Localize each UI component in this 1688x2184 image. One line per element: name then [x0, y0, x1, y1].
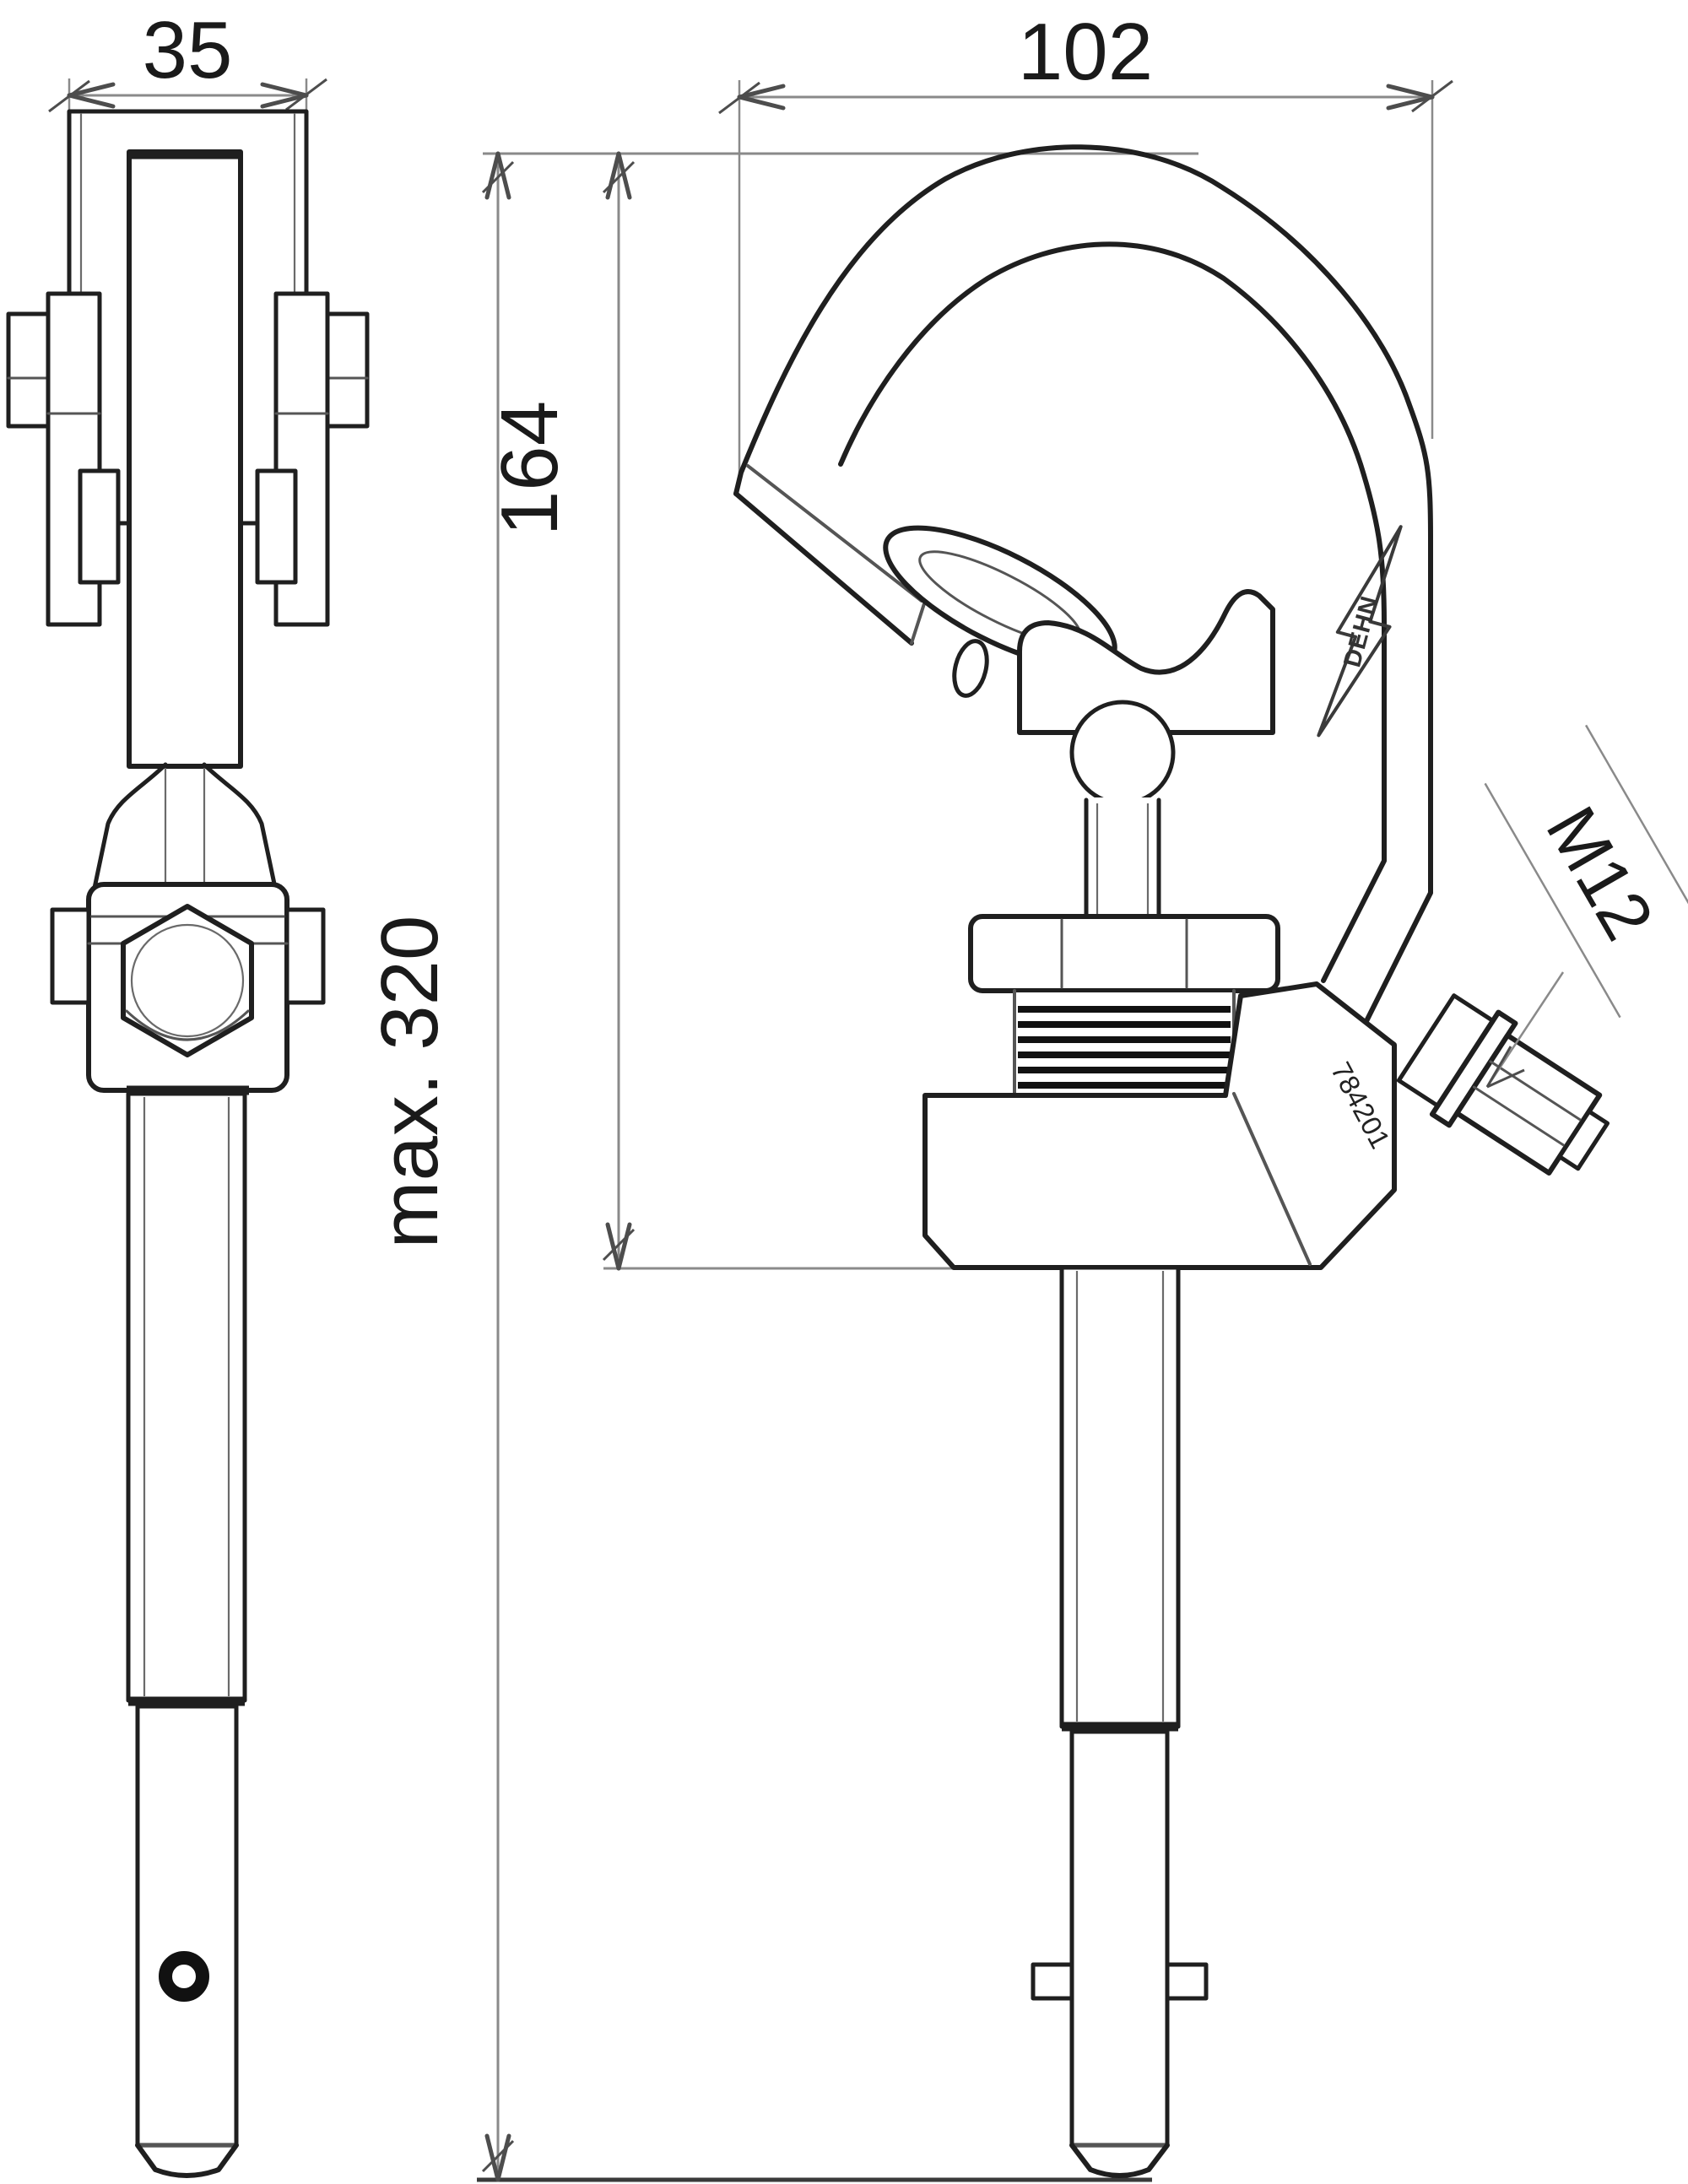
label-flank-line	[1484, 782, 1621, 1019]
hex-chamfer-circle	[130, 923, 245, 1038]
earthing-rod	[1031, 1265, 1209, 2178]
tube-hole	[159, 1951, 209, 2002]
hook-outer-edge	[733, 144, 1433, 1025]
rod-tip	[1069, 2143, 1170, 2178]
hook-inner-edge	[838, 241, 1387, 983]
label-flank-line	[1585, 724, 1688, 960]
m12-label: M12	[1531, 793, 1669, 953]
left-bracket	[92, 762, 168, 890]
dim-max-320: max. 320	[365, 151, 515, 2182]
left-nub	[50, 907, 91, 1005]
right-plate	[273, 291, 330, 627]
ball-joint	[1069, 700, 1176, 806]
hex-facet-line	[1472, 1085, 1567, 1149]
leader-arrow	[1485, 1046, 1525, 1089]
spindle-fill	[1083, 797, 1162, 920]
hook	[733, 144, 1433, 1025]
rod-lower	[1069, 1729, 1170, 2148]
dim-102: 102	[718, 7, 1453, 481]
side-pin-right	[1165, 1962, 1209, 2001]
dim-max320-label: max. 320	[365, 916, 455, 1249]
brand-label: DEHN	[1339, 592, 1383, 670]
front-view: DEHN 784201	[733, 144, 1688, 2178]
arrow-left	[48, 79, 116, 113]
hook-tip-lower-edge	[733, 491, 914, 646]
dim-164-label: 164	[484, 401, 575, 536]
pressure-piece	[1017, 589, 1275, 735]
side-view	[6, 109, 370, 2178]
arrow-up	[602, 151, 636, 200]
lower-tube	[135, 1704, 239, 2148]
leader-line	[1485, 971, 1565, 1088]
lightning-bolt-icon	[1317, 525, 1403, 738]
bolt-tip	[1557, 1109, 1610, 1171]
arrow-down	[481, 2133, 515, 2182]
dim-35: 35	[48, 5, 327, 120]
side-pin-left	[1031, 1962, 1074, 2001]
right-bracket	[202, 762, 278, 890]
clamp-body	[922, 981, 1397, 1270]
dehn-logo: DEHN	[1317, 525, 1403, 738]
dim-164: 164	[484, 151, 636, 1271]
body-crease-line	[1232, 1092, 1312, 1266]
hex-facet-line	[1489, 1060, 1584, 1123]
dim-102-label: 102	[1018, 7, 1153, 97]
dim-35-label: 35	[143, 5, 233, 95]
hook-bar	[127, 149, 243, 769]
arrow-down	[602, 1222, 636, 1271]
tube-tip	[135, 2143, 239, 2178]
rod-upper	[1059, 1265, 1181, 1729]
arrow-up	[481, 151, 515, 200]
upper-shaft	[126, 1091, 247, 1703]
hex-bolt-head-side	[121, 904, 254, 1057]
left-wing	[6, 311, 53, 429]
thread-window	[1013, 989, 1236, 1095]
right-nub	[284, 907, 326, 1005]
m12-bolt	[1396, 993, 1610, 1176]
dim-m12: M12	[1484, 724, 1688, 1089]
hook-tip-inner-line	[746, 464, 923, 603]
right-wing	[322, 311, 370, 429]
right-notch	[255, 468, 298, 585]
arrow-right	[260, 78, 327, 111]
dimension-layer: 35 102	[48, 5, 1453, 2182]
arrow-left	[718, 81, 786, 115]
left-notch	[78, 468, 121, 585]
pivot-pin	[952, 639, 989, 698]
pressure-nut	[968, 914, 1280, 993]
arrow-right	[1386, 79, 1453, 113]
hex-chamfer-arc	[125, 1009, 250, 1041]
